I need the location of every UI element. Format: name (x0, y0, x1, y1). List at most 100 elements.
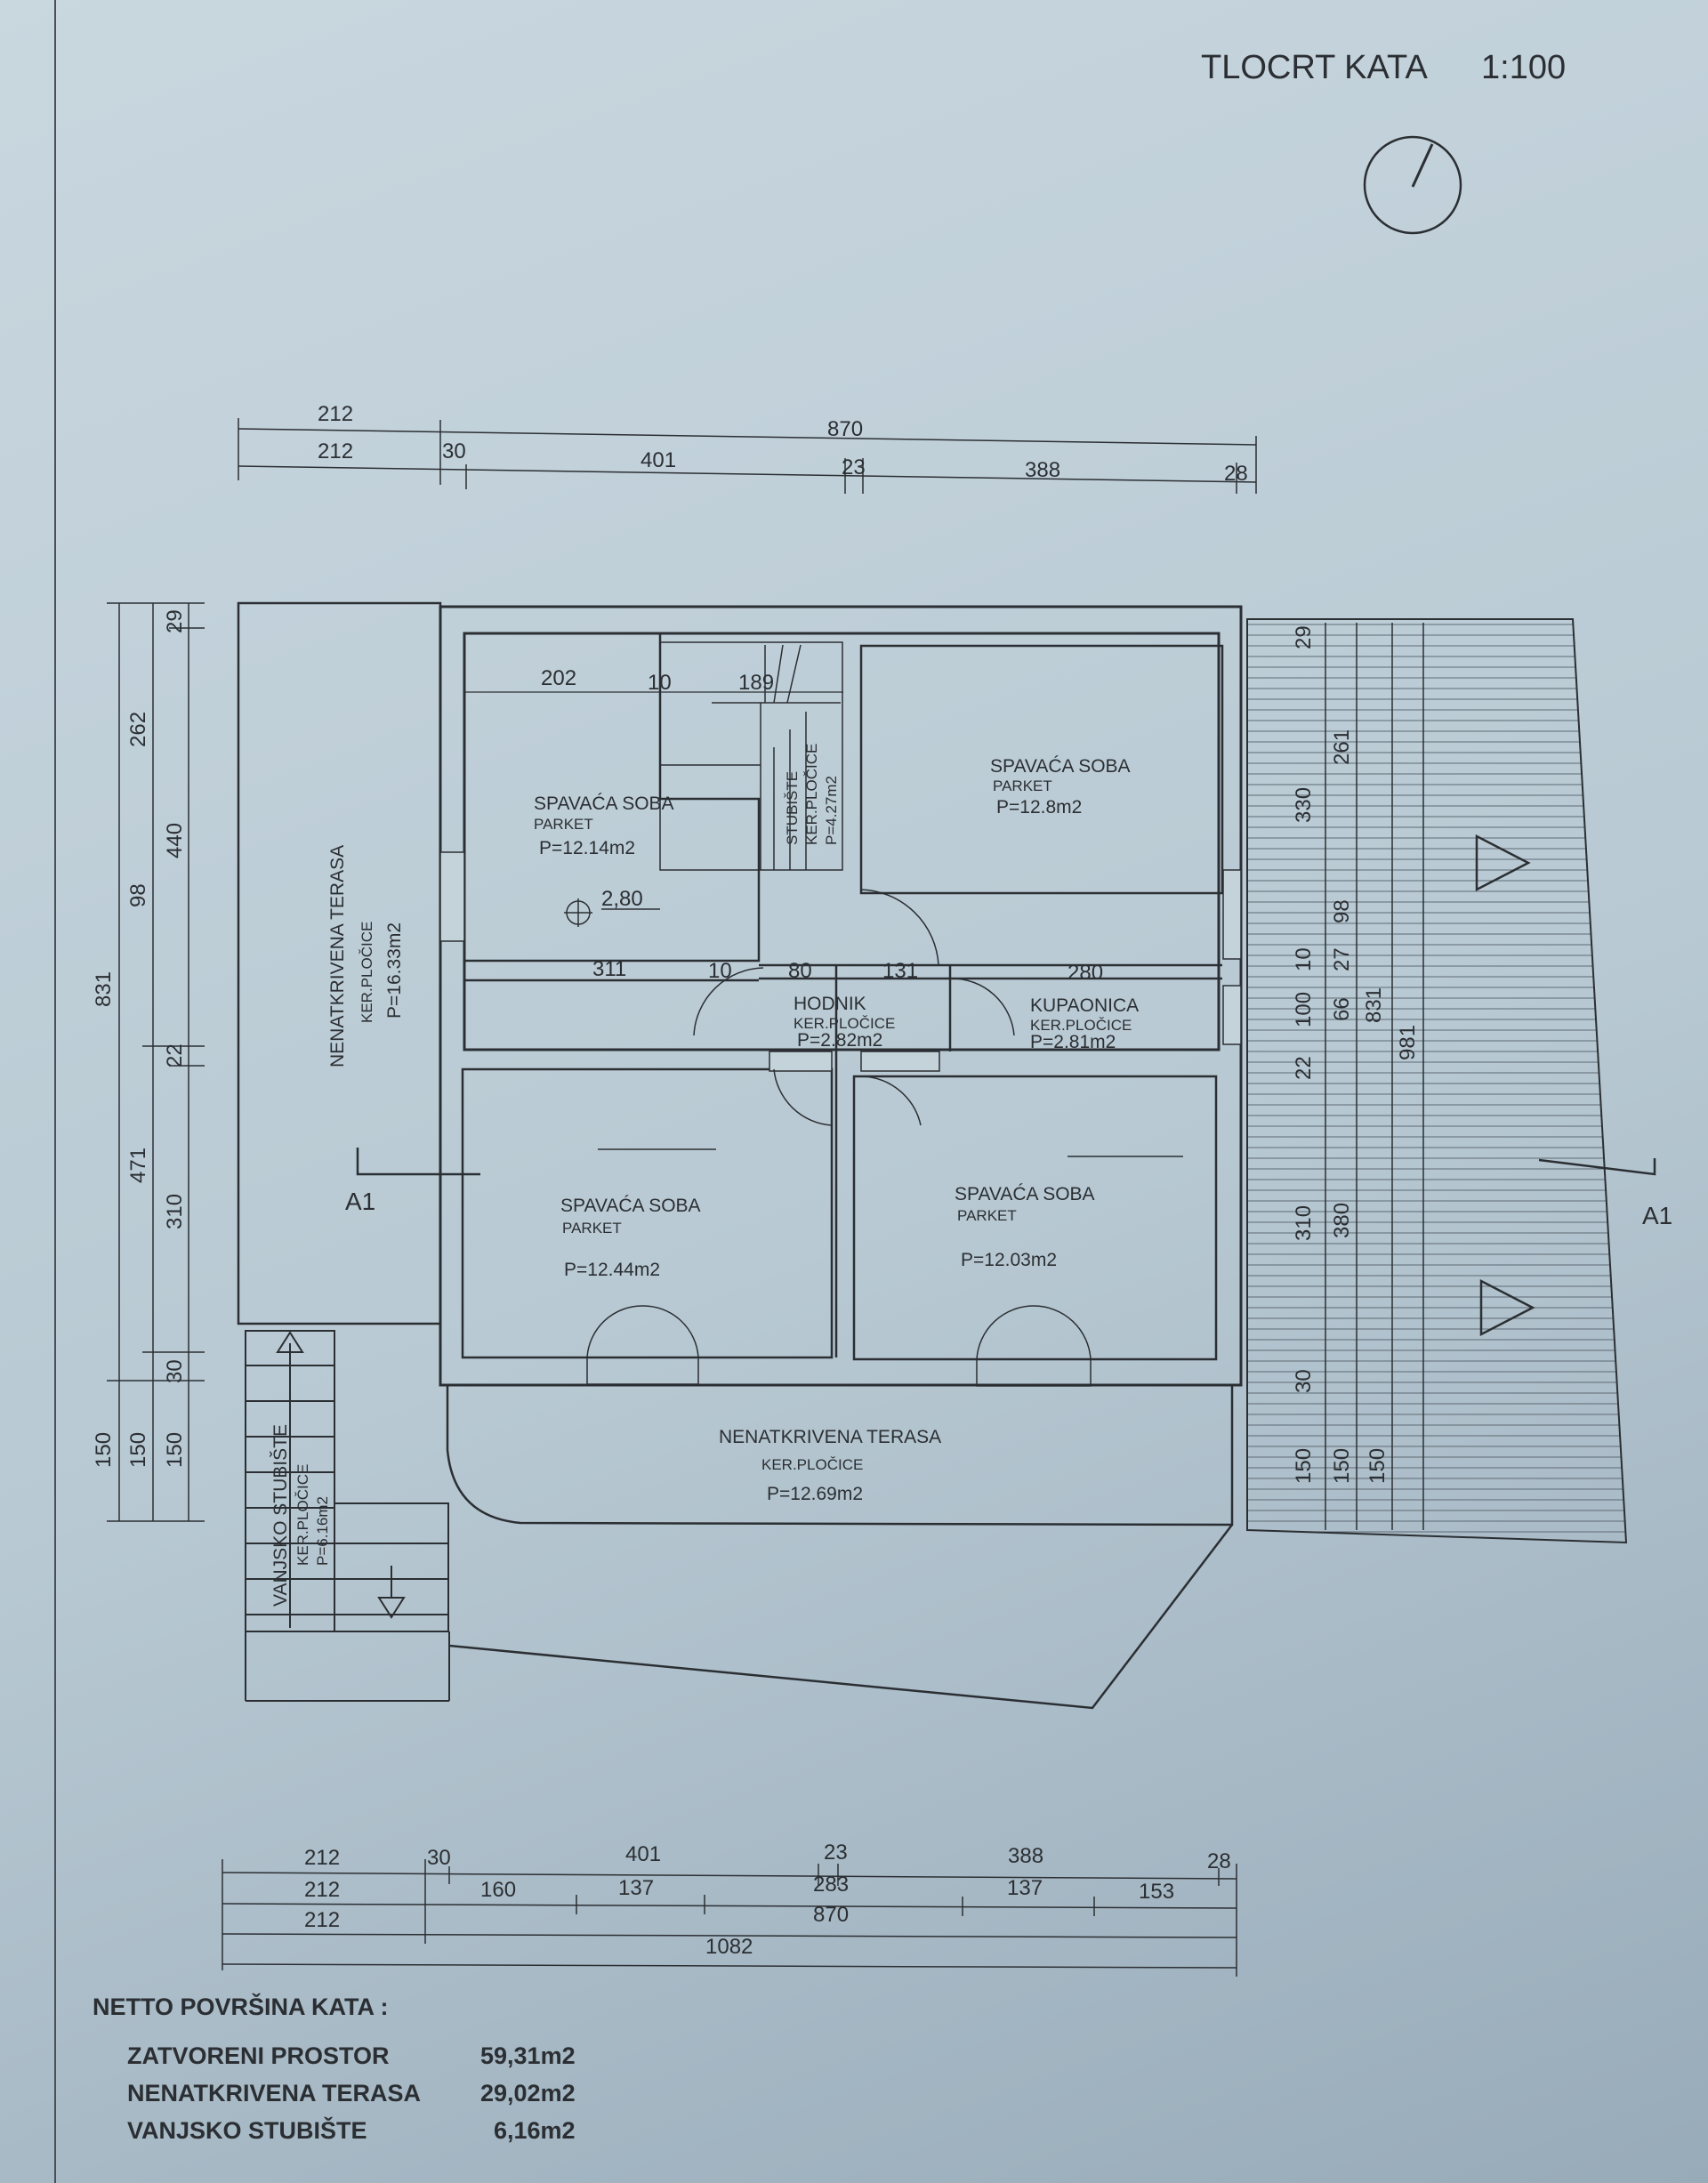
svg-text:KER.PLOČICE: KER.PLOČICE (803, 744, 820, 845)
summary-row-3-label: VANJSKO STUBIŠTE (127, 2116, 367, 2144)
svg-text:STUBIŠTE: STUBIŠTE (784, 771, 801, 845)
dim-r-100: 100 (1292, 992, 1316, 1027)
slope-arrow-icon (1475, 834, 1535, 1337)
dim-b2-137a: 137 (618, 1876, 654, 1900)
svg-text:SPAVAĆA SOBA: SPAVAĆA SOBA (955, 1184, 1095, 1204)
summary-row-3-value: 6,16m2 (494, 2117, 576, 2144)
svg-text:HODNIK: HODNIK (794, 994, 866, 1014)
summary-row-1-value: 59,31m2 (480, 2042, 576, 2069)
interior-stair (659, 641, 843, 871)
level-marker-value: 2,80 (601, 887, 643, 911)
room-hallway: HODNIK KER.PLOČICE P=2.82m2 (794, 994, 895, 1051)
dim-int-10b: 10 (708, 959, 732, 983)
dim-top-212b: 212 (318, 439, 353, 463)
dim-b2-137b: 137 (1007, 1876, 1043, 1900)
south-terrace-outline (446, 1385, 1234, 1526)
bottom-dimension-labels: 212 30 401 23 388 28 212 160 137 283 137… (304, 1841, 1231, 1959)
svg-text:KER.PLOČICE: KER.PLOČICE (1030, 1017, 1132, 1034)
svg-text:KER.PLOČICE: KER.PLOČICE (294, 1464, 311, 1566)
dim-r-150b: 150 (1330, 1448, 1354, 1484)
summary-row-1-label: ZATVORENI PROSTOR (127, 2042, 390, 2069)
section-label-a1-left: A1 (345, 1188, 375, 1215)
dim-b1-212: 212 (304, 1846, 340, 1870)
north-arrow-icon (1363, 135, 1462, 235)
summary-heading: NETTO POVRŠINA KATA : (93, 1993, 389, 2020)
dim-r-29: 29 (1292, 625, 1316, 649)
right-dimension-chain (1325, 623, 1424, 1530)
area-summary: NETTO POVRŠINA KATA : ZATVORENI PROSTOR … (93, 1993, 576, 2144)
dim-int-280: 280 (1068, 961, 1103, 985)
dim-b2-160: 160 (480, 1878, 516, 1902)
left-dimension-chain (107, 602, 205, 1522)
dim-left-440: 440 (163, 823, 187, 858)
svg-text:P=6.16m2: P=6.16m2 (314, 1496, 331, 1566)
right-dimension-labels: 29 330 261 98 10 27 100 66 831 981 22 31… (1292, 625, 1420, 1484)
svg-text:P=16.33m2: P=16.33m2 (384, 922, 405, 1019)
dim-top-23: 23 (842, 455, 866, 479)
svg-text:PARKET: PARKET (562, 1220, 622, 1236)
dim-r-22: 22 (1292, 1056, 1316, 1080)
dim-left-831: 831 (92, 971, 116, 1007)
room-bedroom-2: SPAVAĆA SOBA PARKET P=12.8m2 (990, 756, 1131, 818)
dim-r-30: 30 (1292, 1369, 1316, 1393)
svg-text:NENATKRIVENA TERASA: NENATKRIVENA TERASA (719, 1427, 941, 1447)
svg-text:P=2.82m2: P=2.82m2 (797, 1030, 882, 1051)
room-west-terrace: NENATKRIVENA TERASA KER.PLOČICE P=16.33m… (327, 845, 405, 1067)
dim-b1-23: 23 (824, 1841, 848, 1865)
room-bedroom-4: SPAVAĆA SOBA PARKET P=12.03m2 (955, 1184, 1095, 1270)
dim-left-150b: 150 (126, 1432, 150, 1468)
room-bedroom-1: SPAVAĆA SOBA PARKET P=12.14m2 (534, 793, 674, 858)
summary-row-2-value: 29,02m2 (480, 2080, 576, 2106)
svg-text:KER.PLOČICE: KER.PLOČICE (761, 1456, 863, 1473)
dim-int-311: 311 (592, 957, 626, 981)
dim-int-80: 80 (788, 959, 812, 983)
dim-top-28: 28 (1224, 462, 1248, 486)
dim-b2-212: 212 (304, 1878, 340, 1902)
svg-text:PARKET: PARKET (993, 777, 1052, 794)
dim-r-98: 98 (1330, 899, 1354, 923)
dim-left-98: 98 (126, 883, 150, 907)
top-dimension-chain (238, 418, 1257, 494)
svg-text:SPAVAĆA SOBA: SPAVAĆA SOBA (990, 756, 1131, 777)
dim-left-310: 310 (163, 1194, 187, 1229)
bottom-dimension-chain (222, 1859, 1237, 1977)
room-external-stair: VANJSKO STUBIŠTE KER.PLOČICE P=6.16m2 (270, 1424, 331, 1607)
dim-b1-30: 30 (427, 1846, 451, 1870)
dim-b2-153: 153 (1139, 1880, 1174, 1904)
dim-left-471: 471 (126, 1148, 150, 1183)
room-south-terrace: NENATKRIVENA TERASA KER.PLOČICE P=12.69m… (719, 1427, 941, 1504)
svg-text:NENATKRIVENA TERASA: NENATKRIVENA TERASA (327, 845, 348, 1067)
svg-text:P=4.27m2: P=4.27m2 (823, 776, 840, 845)
svg-text:KUPAONICA: KUPAONICA (1030, 995, 1139, 1016)
east-terrace-hatch (1246, 618, 1628, 1544)
dim-left-29: 29 (163, 609, 187, 633)
windows (439, 851, 1242, 1072)
dim-left-30: 30 (163, 1359, 187, 1383)
svg-text:P=12.8m2: P=12.8m2 (996, 797, 1082, 818)
door-swings (586, 889, 1092, 1387)
dim-b1-28: 28 (1207, 1849, 1231, 1873)
dim-int-10a: 10 (648, 671, 672, 695)
dim-int-202: 202 (541, 666, 576, 690)
dim-r-150a: 150 (1292, 1448, 1316, 1484)
dim-top-212a: 212 (318, 402, 353, 426)
svg-text:P=12.44m2: P=12.44m2 (564, 1260, 660, 1280)
dim-b4-1082: 1082 (705, 1935, 753, 1959)
interior-dimensions: 202 10 189 311 10 80 131 280 (541, 666, 1103, 985)
svg-text:PARKET: PARKET (957, 1207, 1017, 1224)
dim-b2-283: 283 (813, 1873, 849, 1897)
dim-b1-401: 401 (625, 1842, 661, 1866)
site-boundary (448, 1524, 1233, 1710)
dim-b3-212: 212 (304, 1908, 340, 1932)
section-label-a1-right: A1 (1642, 1202, 1672, 1229)
dim-int-131: 131 (882, 959, 918, 983)
svg-text:SPAVAĆA SOBA: SPAVAĆA SOBA (560, 1196, 701, 1216)
stair-direction-up-icon (276, 1331, 304, 1628)
dim-b3-870: 870 (813, 1903, 849, 1927)
svg-text:P=12.03m2: P=12.03m2 (961, 1250, 1057, 1270)
dim-r-310: 310 (1292, 1205, 1316, 1241)
svg-text:PARKET: PARKET (534, 816, 593, 833)
svg-text:KER.PLOČICE: KER.PLOČICE (359, 922, 375, 1023)
stair-direction-down-icon (377, 1566, 406, 1619)
dim-left-22: 22 (163, 1043, 187, 1067)
